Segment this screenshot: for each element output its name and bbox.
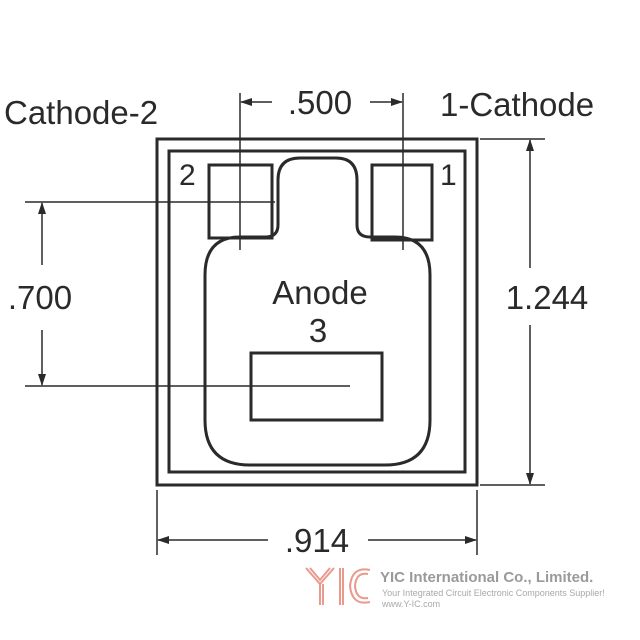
- anode-pad: [203, 156, 432, 467]
- dimension-height: 1.244: [506, 279, 589, 316]
- watermark-company: YIC International Co., Limited.: [380, 569, 593, 586]
- label-pin-1: 1: [440, 159, 457, 192]
- dimension-width: .914: [285, 522, 349, 559]
- label-anode-pin: 3: [309, 312, 327, 349]
- watermark-tagline: Your Integrated Circuit Electronic Compo…: [382, 588, 605, 598]
- pad-1: [370, 163, 434, 242]
- package-outline-outer: [155, 137, 479, 487]
- label-1-cathode: 1-Cathode: [440, 86, 594, 123]
- label-pin-2: 2: [179, 159, 196, 192]
- label-anode: Anode: [272, 274, 367, 311]
- dimension-pad-pitch: .500: [288, 84, 352, 121]
- dimension-vertical-pad: .700: [8, 279, 72, 316]
- watermark-url: www.Y-IC.com: [381, 599, 440, 609]
- package-outline-inner: [167, 149, 467, 474]
- label-cathode-2: Cathode-2: [4, 94, 158, 131]
- watermark-logo: [305, 567, 371, 605]
